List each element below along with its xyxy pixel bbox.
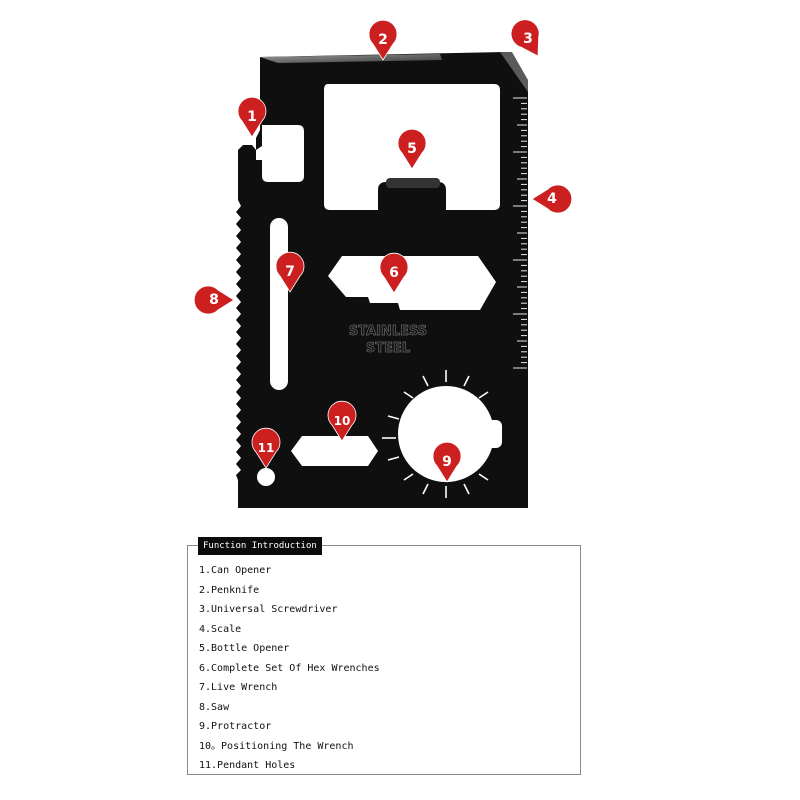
marker-9-label: 9 — [442, 454, 452, 470]
map-pin-icon — [368, 19, 398, 61]
marker-2: 2 — [368, 19, 398, 61]
bottle-opener-lip — [386, 178, 440, 188]
function-introduction-title: Function Introduction — [198, 537, 322, 555]
list-item: 5.Bottle Opener — [199, 643, 290, 654]
function-list: 1.Can Opener 2.Penknife 3.Universal Scre… — [199, 561, 380, 776]
map-pin-icon — [432, 441, 462, 483]
protractor-ticks — [382, 370, 489, 498]
can-opener-cutout — [256, 125, 304, 182]
card-emboss-line2: STEEL — [366, 341, 410, 356]
marker-9: 9 — [432, 441, 462, 483]
hex-wrench-cutout — [328, 256, 496, 310]
map-pin-icon — [237, 96, 267, 138]
marker-10-label: 10 — [334, 414, 351, 428]
marker-5: 5 — [397, 128, 427, 170]
list-item: 4.Scale — [199, 623, 242, 635]
marker-10: 10 — [327, 400, 357, 442]
multitool-card-figure: STAINLESS STEEL 1 2 3 4 5 6 7 8 9 10 — [193, 19, 573, 508]
penknife-blade-edge — [260, 54, 442, 63]
pendant-hole — [257, 468, 275, 486]
marker-1-label: 1 — [247, 109, 257, 125]
multitool-card: STAINLESS STEEL — [236, 52, 528, 508]
card-emboss-line1: STAINLESS — [349, 324, 427, 339]
marker-6-label: 6 — [389, 265, 399, 281]
marker-11-label: 11 — [258, 441, 275, 455]
marker-2-label: 2 — [378, 32, 388, 48]
list-item: 2.Penknife — [199, 584, 260, 596]
map-pin-icon — [510, 19, 540, 57]
marker-8: 8 — [193, 285, 235, 315]
function-introduction-box: Function Introduction 1.Can Opener 2.Pen… — [187, 537, 581, 776]
marker-5-label: 5 — [407, 141, 417, 157]
live-wrench-slot — [270, 218, 288, 390]
marker-1: 1 — [237, 96, 267, 138]
positioning-wrench-cutout — [291, 436, 378, 466]
marker-4-label: 4 — [547, 191, 557, 207]
marker-4: 4 — [531, 184, 573, 214]
marker-6: 6 — [379, 252, 409, 294]
list-item: 1.Can Opener — [199, 565, 272, 576]
marker-3: 3 — [510, 19, 540, 57]
list-item: 7.Live Wrench — [199, 682, 278, 693]
map-pin-icon — [531, 184, 573, 214]
list-item: 11.Pendant Holes — [199, 760, 296, 771]
list-item: 9.Protractor — [199, 721, 272, 732]
marker-7: 7 — [275, 251, 305, 293]
map-pin-icon — [327, 400, 357, 442]
screwdriver-corner — [500, 52, 528, 92]
list-item: 6.Complete Set Of Hex Wrenches — [199, 662, 380, 674]
map-pin-icon — [379, 252, 409, 294]
list-item: 3.Universal Screwdriver — [199, 604, 338, 615]
map-pin-icon — [275, 251, 305, 293]
list-item: 10。Positioning The Wrench — [199, 740, 354, 752]
scale-ruler — [513, 97, 527, 369]
map-pin-icon — [397, 128, 427, 170]
map-pin-icon — [193, 285, 235, 315]
list-item: 8.Saw — [199, 701, 230, 713]
marker-8-label: 8 — [209, 292, 219, 308]
marker-3-label: 3 — [523, 31, 533, 47]
marker-7-label: 7 — [285, 264, 295, 280]
protractor-notch — [486, 420, 502, 448]
protractor-cutout — [398, 386, 494, 482]
marker-11: 11 — [251, 427, 281, 469]
map-pin-icon — [251, 427, 281, 469]
